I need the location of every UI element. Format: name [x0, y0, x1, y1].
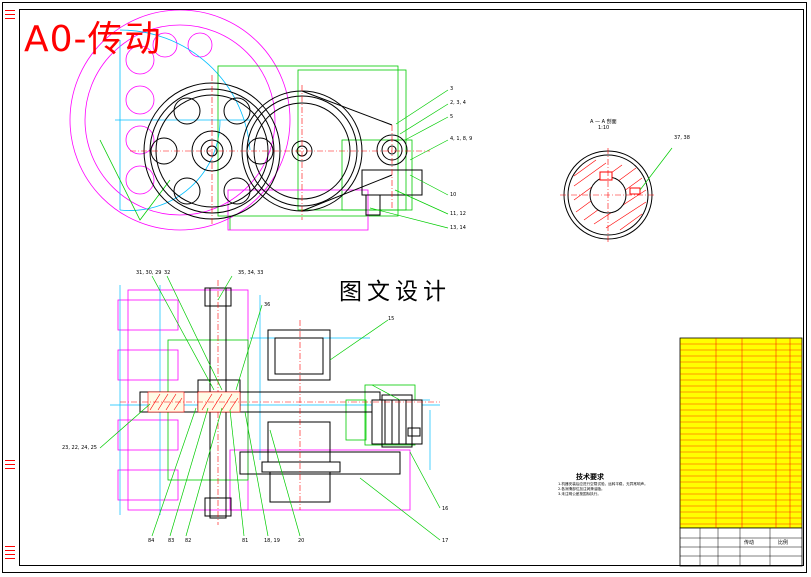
margin-tick: [5, 550, 15, 551]
top-leaders: [369, 89, 449, 229]
notes-line: 3.未注明公差按国标执行。: [558, 492, 601, 496]
margin-tick: [5, 464, 15, 465]
title-block: [679, 337, 803, 567]
callout: 20: [298, 538, 305, 544]
belt: [301, 90, 393, 212]
callout: 35, 34, 33: [238, 270, 264, 276]
callout: 83: [168, 538, 175, 544]
callout: 31, 30, 29: [136, 270, 162, 276]
callout: 82: [185, 538, 192, 544]
watermark: 图文设计: [336, 272, 454, 306]
section-scale: 1:10: [598, 125, 610, 131]
front-leaders: [99, 275, 441, 541]
margin-tick: [5, 468, 15, 469]
callout: 4, 1, 8, 9: [450, 136, 473, 142]
callout: 37, 38: [674, 135, 690, 141]
margin-tick: [5, 546, 15, 547]
technical-notes: 技术要求 1.机器安装后应进行空载试验，运转平稳，无异常响声。 2.各润滑部位加…: [558, 472, 648, 497]
centerlines: [130, 75, 430, 225]
margin-tick: [5, 14, 15, 15]
notes-heading: 技术要求: [576, 473, 604, 481]
callout: 17: [442, 538, 449, 544]
callout: 32: [164, 270, 171, 276]
callout: 16: [442, 506, 449, 512]
callout: 11, 12: [450, 211, 466, 217]
title-bottom-lines: [680, 528, 802, 566]
callout: 10: [450, 192, 457, 198]
drawing-title: A0-传动: [24, 19, 162, 60]
section-label: A — A 剖面: [590, 119, 617, 125]
callout: 23, 22, 24, 25: [62, 445, 97, 451]
front-view: [99, 275, 441, 541]
margin-tick: [5, 554, 15, 555]
construction-lines: [99, 65, 413, 230]
guard-outline: [227, 189, 369, 231]
callout: 36: [264, 302, 271, 308]
section-view: [560, 147, 673, 242]
margin-tick: [5, 460, 15, 461]
title-block-scale: 比例: [778, 540, 789, 546]
title-block-name: 传动: [744, 540, 755, 546]
callout: 15: [388, 316, 395, 322]
callout: 2, 3, 4: [450, 100, 466, 106]
callout: 81: [242, 538, 249, 544]
margin-tick: [5, 18, 15, 19]
callout: 13, 14: [450, 225, 466, 231]
top-view: [69, 9, 449, 231]
callout: 18, 19: [264, 538, 280, 544]
notes-line: 2.各润滑部位加注润滑油脂。: [558, 487, 605, 491]
background-arcs: [69, 9, 291, 231]
callout: 3: [450, 86, 454, 92]
motor: [371, 394, 423, 448]
inner-border: [19, 9, 804, 566]
callout: 5: [450, 114, 454, 120]
margin-tick: [5, 10, 15, 11]
notes-line: 1.机器安装后应进行空载试验，运转平稳，无异常响声。: [558, 482, 648, 486]
title-table-lines: [715, 338, 791, 528]
horizontal-shaft: [139, 329, 401, 503]
title-table-rows: [680, 343, 802, 525]
callout: 84: [148, 538, 155, 544]
margin-tick: [5, 558, 15, 559]
